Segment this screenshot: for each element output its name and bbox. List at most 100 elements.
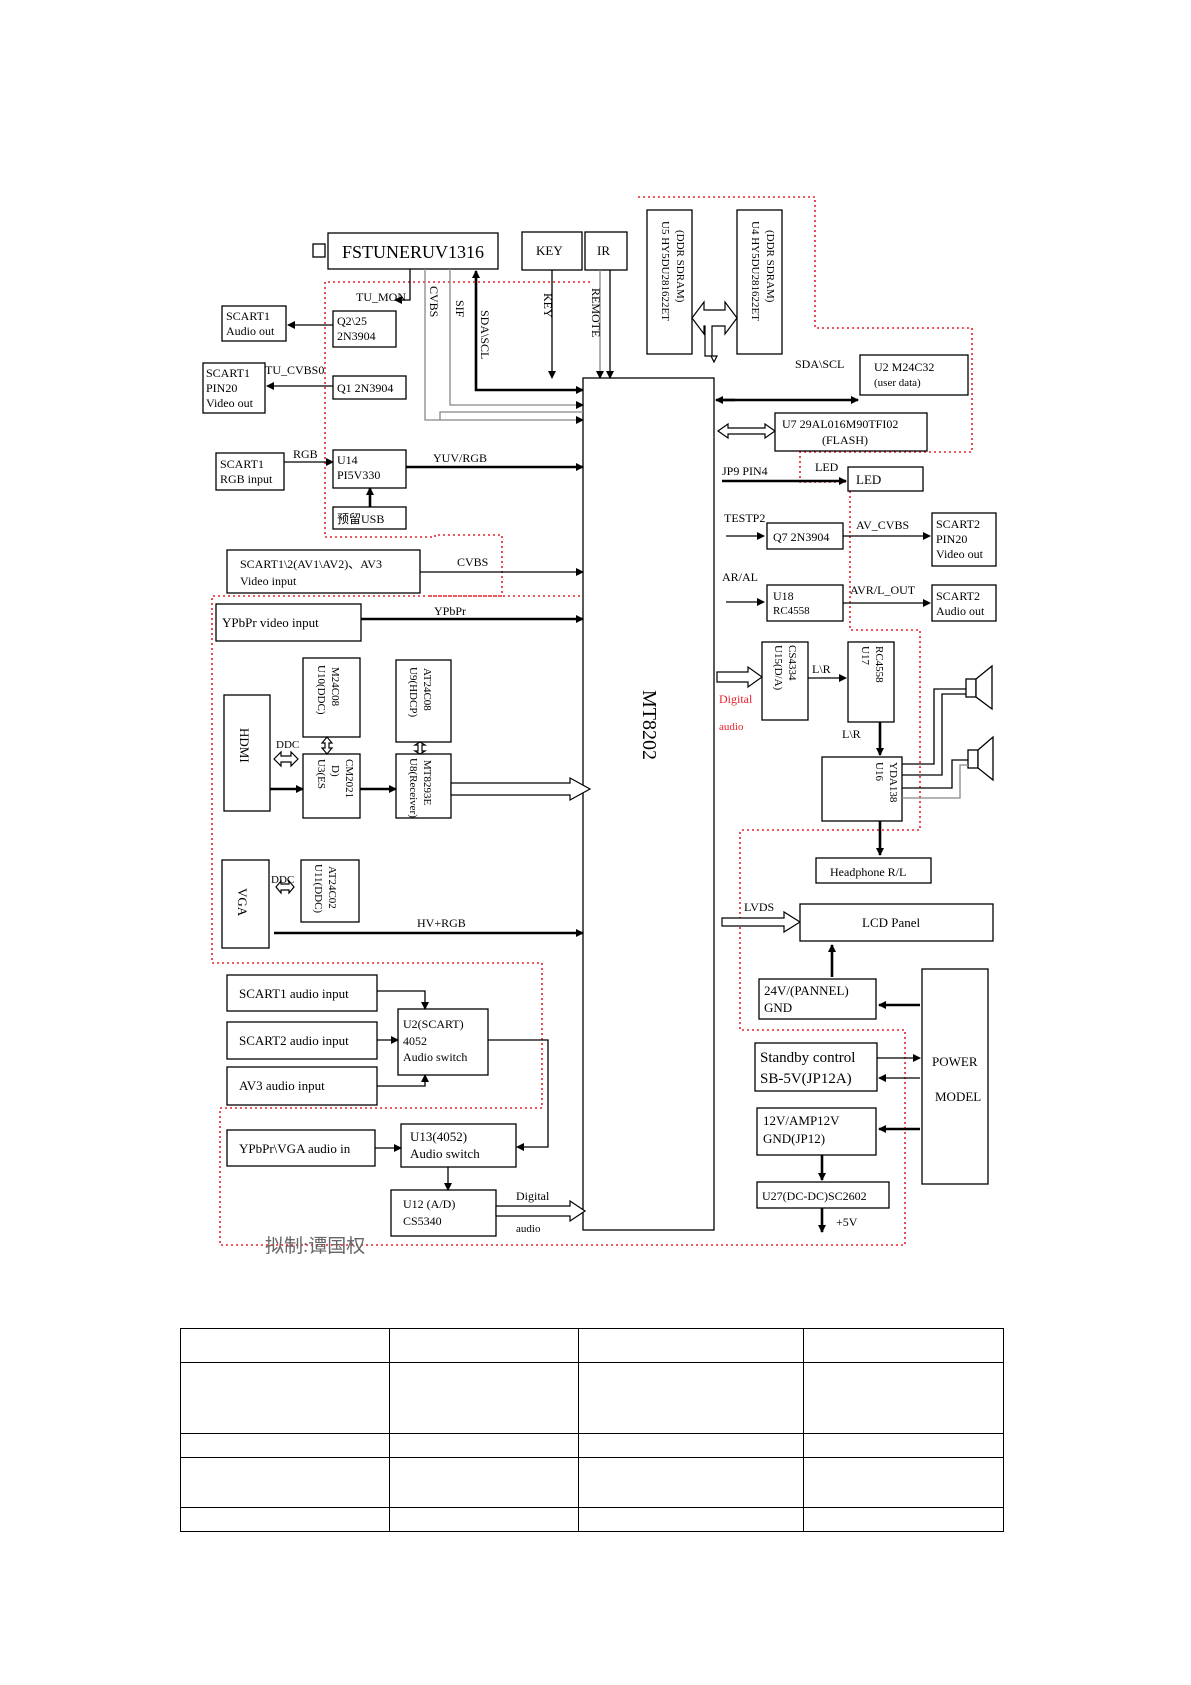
table-cell [578,1362,804,1434]
scart1-audio-out-l1: SCART1 [226,309,270,323]
yuv-rgb-label: YUV/RGB [433,451,487,465]
power-model-l1: POWER [932,1054,978,1069]
u2-audio-switch-block: U2(SCART) 4052 Audio switch [397,1008,489,1076]
scart-video-in-l1: SCART1\2(AV1\AV2)、AV3 [240,557,382,571]
scart1-rgb-in-l1: SCART1 [220,457,264,471]
reserved-usb-block: 预留USB [332,506,407,530]
u9-l1: U9(HDCP) [407,667,419,717]
u14-l1: U14 [337,453,358,467]
lcd-panel-label: LCD Panel [862,915,921,930]
zone-display [739,832,905,1031]
u12-to-mt8202-arrow [495,1199,587,1223]
spec-table [180,1328,1004,1532]
tuner-signal-lines: TU_MON CVBS SIF SDA\SCL KEY REMOTE [356,269,614,424]
table-row [180,1362,1004,1434]
scart2-audio-in-label: SCART2 audio input [239,1033,349,1048]
lvds-label: LVDS [744,900,774,914]
scart1-rgb-in-l2: RGB input [220,472,273,486]
table-cell [803,1328,1004,1363]
digital-label: Digital [516,1189,550,1203]
q7-block: Q7 2N3904 [766,522,844,550]
u4-label: U4 HY5DU281622ET [749,221,761,321]
scart2-audio-input-block: SCART2 audio input [226,1021,378,1060]
ir-label: IR [597,243,610,258]
ddc-hdmi-arrow [273,750,299,768]
table-row [180,1328,1004,1363]
u10-block: U10(DDC) M24C08 [302,657,361,738]
table-cell [389,1328,579,1363]
u14-l2: PI5V330 [337,468,380,482]
u17-l2: RC4558 [873,646,885,683]
lvds-arrow [721,910,802,934]
q2-l2: 2N3904 [337,329,376,343]
scart-video-input-block: SCART1\2(AV1\AV2)、AV3 Video input [226,549,421,594]
u8-l1: U8(Receiver) [407,758,419,818]
zone-tuner-front [324,281,590,597]
cvbs-in-label: CVBS [457,555,488,569]
table-cell [180,1433,390,1458]
u14-block: U14 PI5V330 [332,449,407,489]
u27-label: U27(DC-DC)SC2602 [762,1189,867,1203]
u5-label: U5 HY5DU281622ET [659,221,671,321]
av3-audio-arrow [377,1074,429,1087]
scart-video-in-l2: Video input [240,574,297,588]
u18-l1: U18 [773,589,794,603]
u4-sub: (DDR SDRAM) [764,230,776,303]
u3-l1: U3(ES [315,759,327,789]
av3-audio-input-block: AV3 audio input [226,1066,378,1106]
u10-l1: U10(DDC) [315,665,327,715]
scart1-rgb-input-block: SCART1 RGB input [215,452,285,491]
av3-audio-in-label: AV3 audio input [239,1078,325,1093]
u7-l2: (FLASH) [822,433,868,447]
speaker-icon [965,664,994,782]
audio-red-label: audio [719,721,744,733]
u13-l1: U13(4052) [410,1129,467,1144]
pwr-12v-l1: 12V/AMP12V [763,1113,840,1128]
ypbpr-vga-audio-block: YPbPr\VGA audio in [226,1129,376,1167]
ddc-vga-arrow [275,879,295,895]
flash-bus-arrow [716,422,777,440]
reserved-usb-label: 预留USB [337,512,384,526]
u9-u8-link [412,741,428,755]
scart1-audio-arrow [377,990,429,1010]
scart2-video-out-l2: PIN20 [936,532,967,546]
u2-to-u13-arrow [488,1039,549,1151]
u5-ddr-block: U5 HY5DU281622ET (DDR SDRAM) [646,209,693,355]
scart2-audio-out-l1: SCART2 [936,589,980,603]
tu-mon-label: TU_MON [356,290,406,304]
u11-l1: U11(DDC) [312,864,324,913]
headphone-block: Headphone R/L [815,857,932,884]
u8-l2: MT8293E [421,760,433,806]
u16-block: U16 YDA138 [821,756,903,822]
u7-l1: U7 29AL016M90TFI02 [782,417,898,431]
ypbpr-in-label: YPbPr video input [222,615,319,630]
ir-block: IR [584,231,628,271]
u2-eeprom-l2: (user data) [874,377,921,389]
ypbpr-input-block: YPbPr video input [215,603,362,642]
u2-eeprom-block: U2 M24C32 (user data) [859,354,969,396]
table-cell [803,1507,1004,1532]
u7-flash-block: U7 29AL016M90TFI02 (FLASH) [774,412,928,452]
u11-l2: AT24C02 [326,866,338,909]
cvbs-label: CVBS [427,286,441,317]
u3-block: U3(ES D) CM2021 [302,753,361,819]
u15-l2: CS4334 [786,645,798,681]
table-cell [578,1507,804,1532]
table-cell [578,1328,804,1363]
speaker-wire-4 [902,764,968,799]
u17-l1: U17 [859,646,871,665]
u13-l2: Audio switch [410,1146,480,1161]
hdmi-label: HDMI [237,728,252,763]
u2-switch-l3: Audio switch [403,1050,467,1064]
table-row [180,1507,1004,1532]
avr-l-out-label: AVR/L_OUT [850,583,916,597]
q2-block: Q2\25 2N3904 [332,310,397,348]
grouping-zones [211,196,973,1246]
q1-label: Q1 2N3904 [337,381,393,395]
pwr-24v-l1: 24V/(PANNEL) [764,983,849,998]
mt8202-label: MT8202 [638,690,660,760]
key-signal-label: KEY [541,293,555,318]
audio-label: audio [516,1223,541,1235]
u16-l2: YDA138 [887,762,899,803]
